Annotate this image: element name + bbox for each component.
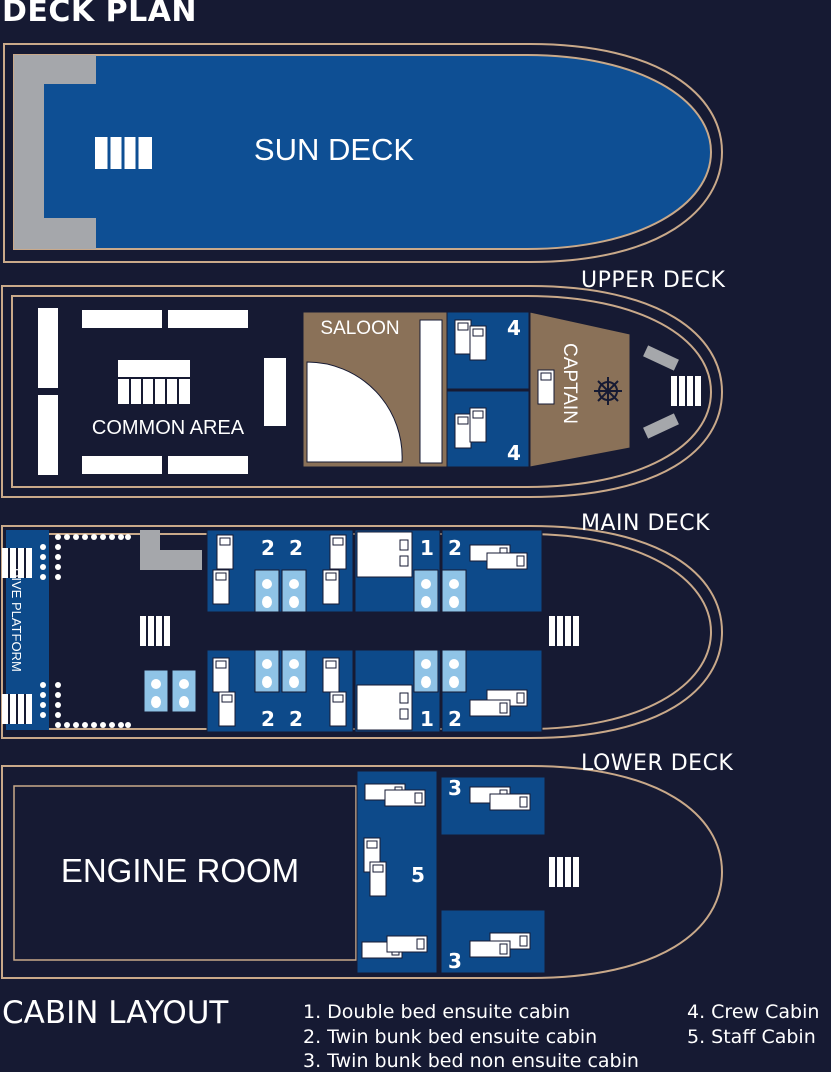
- upper-cabin-number: 4: [507, 316, 521, 340]
- main-cabin-number: 2: [261, 536, 275, 560]
- main-cabin-number: 2: [289, 536, 303, 560]
- sun-deck-stairs-icon: [95, 137, 152, 169]
- legend-item: 3. Twin bunk bed non ensuite cabin: [303, 1050, 639, 1072]
- upper-cabin-number: 4: [507, 441, 521, 465]
- dive-stairs-icon: [1, 693, 33, 725]
- main-cabin-number: 2: [261, 707, 275, 731]
- upper-deck: COMMON AREA SALOON 4 4 CAPTAIN: [1, 285, 724, 498]
- legend-item: 5. Staff Cabin: [687, 1026, 816, 1048]
- main-fwd-stairs-icon: [548, 615, 580, 647]
- legend-item: 1. Double bed ensuite cabin: [303, 1001, 570, 1023]
- lower-cabin-number: 3: [448, 776, 462, 800]
- common-area-label: COMMON AREA: [92, 417, 245, 439]
- lower-cabin-number: 3: [448, 949, 462, 973]
- engine-room-label: ENGINE ROOM: [61, 852, 299, 889]
- main-cabin-number: 2: [448, 536, 462, 560]
- main-cabin-number: 2: [289, 707, 303, 731]
- legend-item: 4. Crew Cabin: [687, 1001, 820, 1023]
- main-cabin-number: 1: [420, 536, 434, 560]
- page-title: DECK PLAN: [2, 0, 198, 29]
- dive-platform-label: DIVE PLATFORM: [9, 568, 24, 672]
- lower-stairs-icon: [548, 856, 580, 888]
- lower-deck: ENGINE ROOM 5 3 3: [1, 765, 724, 979]
- legend-title: CABIN LAYOUT: [2, 995, 229, 1031]
- main-deck-label: MAIN DECK: [581, 511, 711, 536]
- lower-deck-label: LOWER DECK: [581, 751, 734, 776]
- legend-item: 2. Twin bunk bed ensuite cabin: [303, 1026, 598, 1048]
- sun-deck: SUN DECK: [3, 43, 724, 263]
- common-area-table-icon: [118, 360, 190, 404]
- main-aft-stairs-icon: [139, 615, 171, 647]
- main-cabin-number: 1: [420, 707, 434, 731]
- saloon-label: SALOON: [320, 318, 399, 339]
- captain-label: CAPTAIN: [559, 343, 580, 424]
- sun-deck-label: SUN DECK: [254, 132, 415, 167]
- main-cabin-number: 2: [448, 707, 462, 731]
- main-deck: DIVE PLATFORM: [1, 525, 724, 739]
- upper-bow-stairs-icon: [670, 375, 702, 407]
- lower-cabin-number: 5: [411, 863, 425, 887]
- helm-wheel-icon: [594, 377, 622, 405]
- upper-deck-label: UPPER DECK: [581, 268, 726, 293]
